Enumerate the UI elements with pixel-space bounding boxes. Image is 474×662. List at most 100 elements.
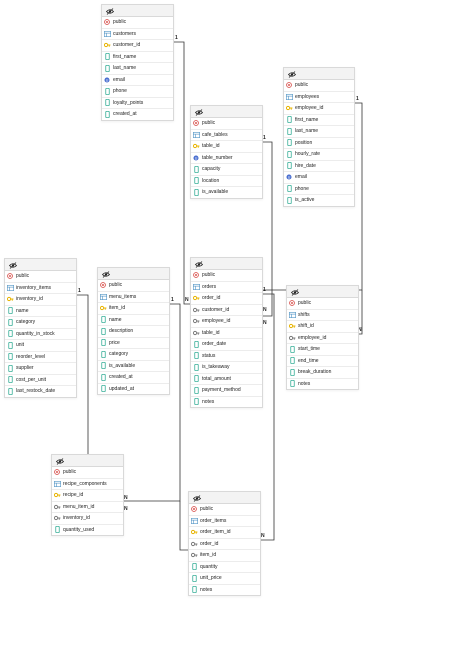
column-row[interactable]: loyalty_points [102, 98, 173, 109]
column-row[interactable]: employee_id [284, 103, 354, 115]
table-header[interactable] [98, 268, 169, 280]
table-header[interactable] [287, 286, 358, 298]
column-row[interactable]: first_name [102, 52, 173, 63]
column-row[interactable]: quantity_used [52, 525, 123, 536]
column-row[interactable]: inventory_id [5, 294, 76, 306]
column-row[interactable]: is_takeaway [191, 362, 262, 374]
column-row[interactable]: quantity_in_stock [5, 329, 76, 340]
column-row[interactable]: location [191, 176, 262, 187]
column-row[interactable]: last_restock_date [5, 386, 76, 397]
table-header[interactable] [5, 259, 76, 271]
column-row[interactable]: quantity [189, 562, 260, 573]
column-row[interactable]: table_id [191, 141, 262, 153]
visibility-icon[interactable] [194, 255, 204, 273]
visibility-icon[interactable] [105, 2, 115, 20]
visibility-icon[interactable] [194, 103, 204, 121]
schema-row: public [98, 280, 169, 292]
column-name: employee_id [202, 318, 231, 325]
column-row[interactable]: created_at [102, 109, 173, 120]
column-row[interactable]: unit [5, 340, 76, 352]
column-row[interactable]: is_available [98, 361, 169, 372]
table-header[interactable] [189, 492, 260, 504]
table-header[interactable] [191, 106, 262, 118]
visibility-icon[interactable] [192, 489, 202, 507]
column-row[interactable]: updated_at [98, 384, 169, 395]
column-icon [287, 380, 297, 388]
table-header[interactable] [284, 68, 354, 80]
link-cafetables-orders [261, 141, 273, 317]
column-row[interactable]: item_id [189, 550, 260, 562]
column-row[interactable]: order_date [191, 339, 262, 351]
column-row[interactable]: first_name [284, 115, 354, 126]
column-row[interactable]: inventory_id [52, 513, 123, 525]
schema-icon [102, 19, 112, 26]
column-row[interactable]: is_available [191, 187, 262, 198]
column-row[interactable]: capacity [191, 164, 262, 176]
column-row[interactable]: end_time [287, 356, 358, 367]
column-row[interactable]: supplier [5, 363, 76, 375]
column-row[interactable]: customer_id [102, 40, 173, 52]
column-row[interactable]: item_id [98, 303, 169, 315]
column-icon [98, 339, 108, 347]
column-row[interactable]: unit_price [189, 573, 260, 585]
column-row[interactable]: order_id [191, 293, 262, 305]
table-header[interactable] [52, 455, 123, 467]
table-header[interactable] [191, 258, 262, 270]
column-row[interactable]: break_duration [287, 367, 358, 379]
column-row[interactable]: menu_item_id [52, 502, 123, 513]
column-row[interactable]: is_active [284, 195, 354, 206]
column-row[interactable]: hire_date [284, 161, 354, 172]
column-row[interactable]: shift_id [287, 321, 358, 333]
column-row[interactable]: price [98, 338, 169, 349]
column-row[interactable]: name [5, 306, 76, 317]
column-row[interactable]: last_name [284, 126, 354, 138]
column-row[interactable]: recipe_id [52, 490, 123, 502]
column-row[interactable]: category [98, 349, 169, 361]
column-row[interactable]: order_item_id [189, 527, 260, 539]
column-row[interactable]: reorder_level [5, 352, 76, 363]
column-row[interactable]: phone [284, 184, 354, 195]
column-icon [5, 376, 15, 384]
column-row[interactable]: notes [191, 397, 262, 408]
column-row[interactable]: start_time [287, 344, 358, 356]
column-row[interactable]: total_amount [191, 374, 262, 385]
visibility-icon[interactable] [287, 65, 297, 83]
column-row[interactable]: description [98, 326, 169, 338]
column-row[interactable]: table_id [191, 328, 262, 339]
column-row[interactable]: phone [102, 86, 173, 98]
column-row[interactable]: hourly_rate [284, 149, 354, 161]
column-row[interactable]: position [284, 138, 354, 149]
column-row[interactable]: employee_id [287, 333, 358, 344]
column-row[interactable]: notes [189, 585, 260, 596]
column-row[interactable]: customer_id [191, 305, 262, 316]
visibility-icon[interactable] [290, 283, 300, 301]
column-row[interactable]: category [5, 317, 76, 329]
column-row[interactable]: created_at [98, 372, 169, 384]
column-row[interactable]: cost_per_unit [5, 375, 76, 386]
column-row[interactable]: employee_id [191, 316, 262, 328]
column-row[interactable]: notes [287, 379, 358, 390]
visibility-icon[interactable] [55, 452, 65, 470]
table-header[interactable] [102, 5, 173, 17]
column-row[interactable]: order_id [189, 539, 260, 550]
column-row[interactable]: name [98, 315, 169, 326]
table-name-row: customers [102, 29, 173, 40]
column-row[interactable]: last_name [102, 63, 173, 75]
column-row[interactable]: payment_method [191, 385, 262, 397]
visibility-icon[interactable] [101, 265, 111, 283]
visibility-icon[interactable] [8, 256, 18, 274]
column-row[interactable]: status [191, 351, 262, 362]
column-name: name [16, 307, 29, 314]
